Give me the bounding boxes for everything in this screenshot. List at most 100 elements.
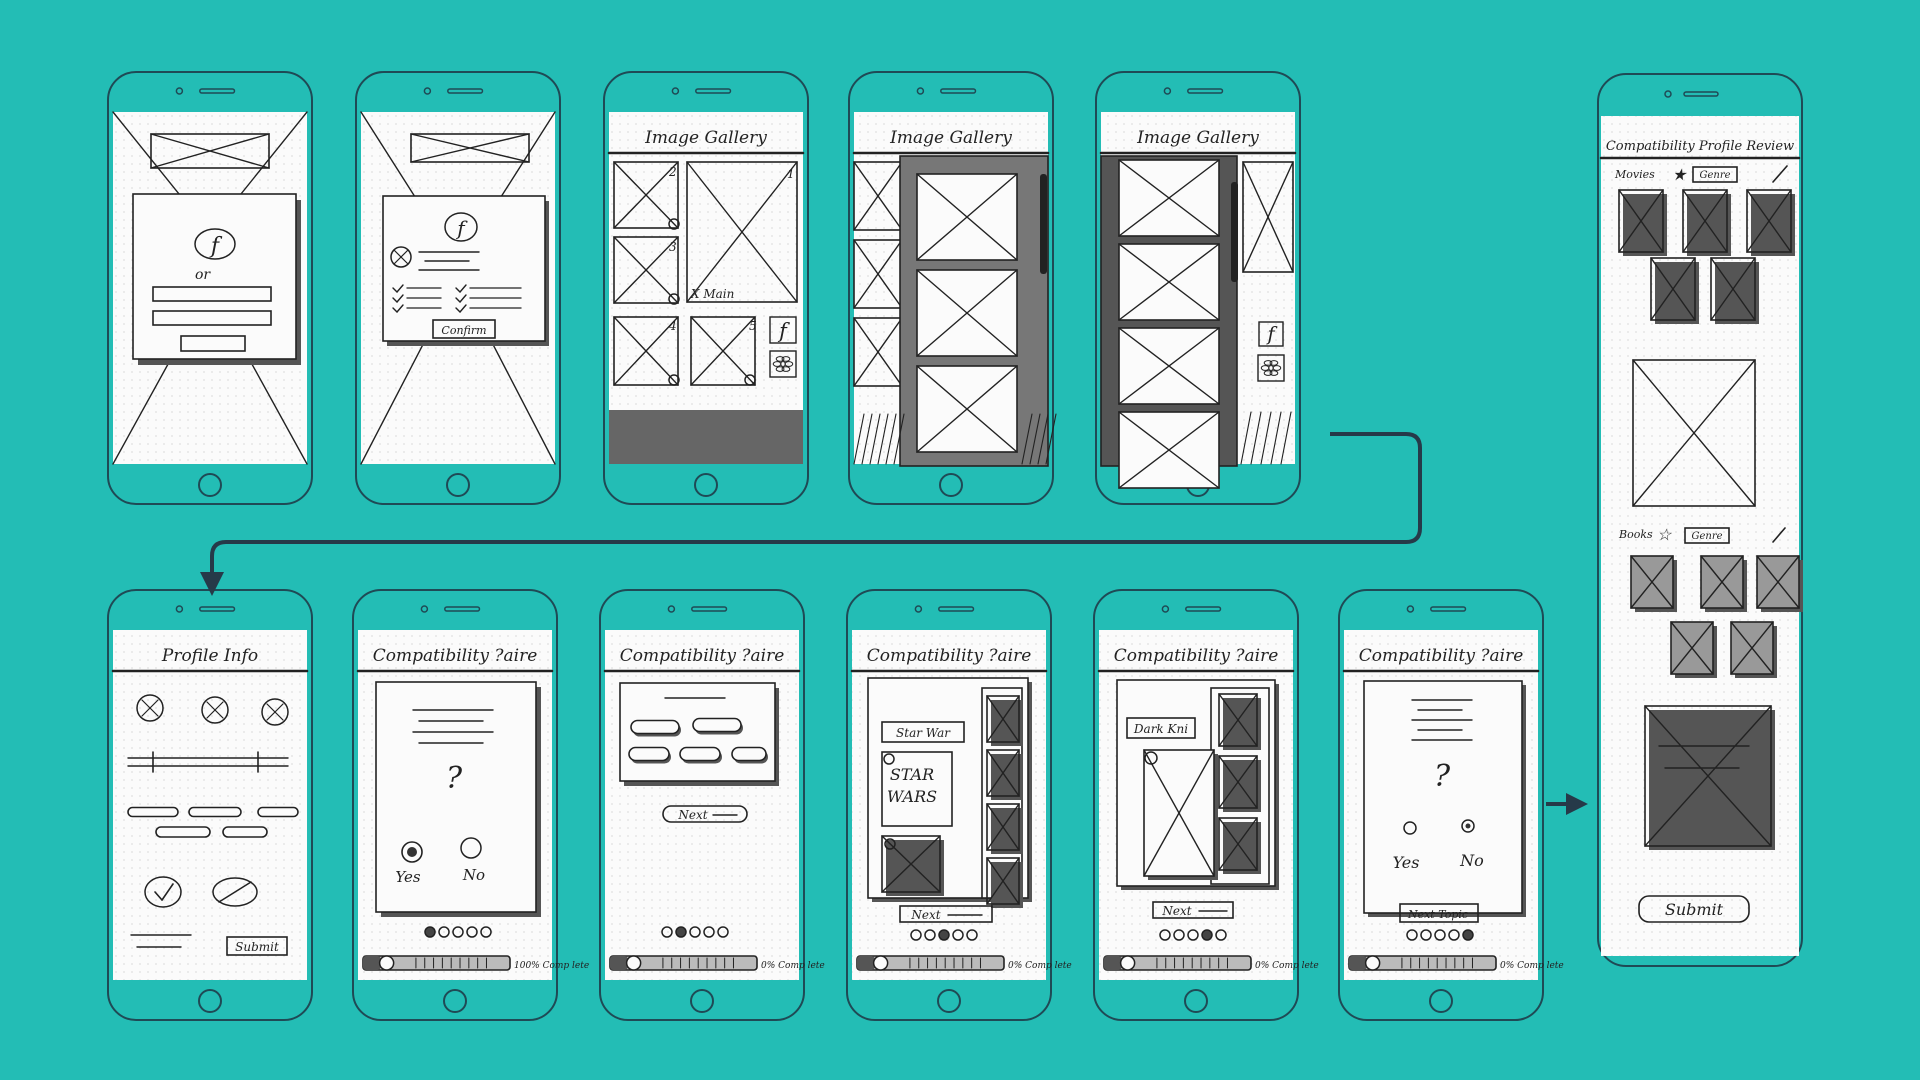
hatch [1280, 411, 1292, 465]
confirm-button[interactable] [432, 319, 496, 339]
image-cross [1118, 327, 1220, 405]
movie-option [1218, 755, 1261, 812]
no-label: No [462, 866, 485, 884]
image-frame [1644, 705, 1772, 847]
star-icon: ☆ [1657, 525, 1673, 544]
dot-grid [113, 630, 307, 980]
submit-button[interactable] [226, 936, 288, 956]
arrow-path [210, 432, 1422, 580]
hatch [1260, 411, 1272, 465]
movie-option [1218, 693, 1261, 750]
image-cross [1670, 621, 1714, 675]
pager-dot [424, 926, 436, 938]
hatch [1037, 413, 1049, 465]
phone-speaker [938, 606, 975, 612]
pill-outline [188, 806, 242, 818]
sketch-line [266, 703, 284, 721]
option-pill [628, 746, 671, 764]
option-pill [731, 746, 768, 764]
picker-image [916, 173, 1018, 261]
phone-speaker [1185, 606, 1222, 612]
image-cross [150, 133, 270, 169]
flower-icon-frame [769, 350, 797, 378]
pager-dot [1462, 929, 1474, 941]
submit-label: Submit [1665, 900, 1724, 919]
book-thumb [1756, 555, 1803, 612]
hatch [1270, 411, 1282, 465]
image-shadow [1751, 194, 1795, 256]
hatch [853, 413, 865, 465]
image-cross [1632, 359, 1756, 507]
next-topic-button[interactable] [1399, 903, 1479, 923]
yes-label: Yes [395, 868, 420, 886]
image-cross [1630, 555, 1674, 609]
thumb-number: 4 [668, 319, 677, 333]
progress-label: 0% Comp lete [761, 961, 825, 971]
pager-dot [1215, 929, 1227, 941]
sketch-line [232, 111, 308, 205]
sketch-line [112, 357, 172, 465]
username-field [152, 286, 272, 302]
sketch-line [396, 284, 404, 293]
phone-speaker [695, 88, 732, 94]
next-label: Next [1161, 904, 1191, 918]
movie-thumb [1710, 257, 1759, 324]
movie-hero [1632, 359, 1756, 507]
pager-dot [966, 929, 978, 941]
pager-dots [424, 926, 492, 938]
pill-outline [692, 717, 742, 733]
genre-label: Genre [1699, 170, 1730, 181]
next-button[interactable] [662, 805, 748, 823]
picker-image [916, 365, 1018, 453]
picker-scrollbar [1231, 182, 1238, 282]
petal [775, 366, 785, 372]
phone-speaker [199, 88, 236, 94]
phone-speaker [447, 88, 484, 94]
add-photo-button [744, 374, 756, 386]
next-button[interactable] [899, 905, 993, 923]
no-label: No [1459, 851, 1484, 870]
phone-camera [1161, 605, 1170, 613]
image-frame [1710, 257, 1756, 321]
genre-label: Genre [1691, 531, 1722, 542]
review-title: Compatibility Profile Review [1606, 139, 1794, 154]
pager-dot [452, 926, 464, 938]
movie-poster [1143, 749, 1218, 880]
facebook-circle [444, 212, 478, 242]
phone-camera [671, 87, 680, 95]
yes-radio-dot [407, 847, 417, 857]
avatar [390, 246, 412, 268]
sketch-line [396, 294, 404, 303]
pager-dots [661, 926, 729, 938]
questionnaire-title: Compatibility ?aire [373, 646, 538, 666]
close-icon [1144, 751, 1158, 765]
submit-button[interactable] [1638, 895, 1750, 923]
pager-dot [466, 926, 478, 938]
phone-speaker [199, 606, 236, 612]
facebook-icon-frame [769, 316, 797, 344]
progress-fill [1104, 956, 1122, 970]
phone-home-button [443, 989, 467, 1013]
sketch-line [360, 343, 424, 465]
image-frame [881, 835, 941, 893]
petal [1269, 370, 1279, 376]
image-cross [916, 365, 1018, 453]
pager-dot [1406, 929, 1418, 941]
hatch [1021, 413, 1033, 465]
image-cross [1700, 555, 1744, 609]
next-button[interactable] [1152, 901, 1234, 919]
password-field [152, 310, 272, 326]
progress-knob [625, 955, 642, 971]
image-frame [613, 161, 679, 229]
image-frame [1650, 257, 1696, 321]
flow-arrows [200, 432, 1588, 815]
sketch-line [492, 343, 556, 465]
petal [781, 366, 791, 372]
dark-knight-tag [1126, 717, 1196, 739]
option-pill [630, 719, 681, 737]
image-cross [1118, 159, 1220, 237]
